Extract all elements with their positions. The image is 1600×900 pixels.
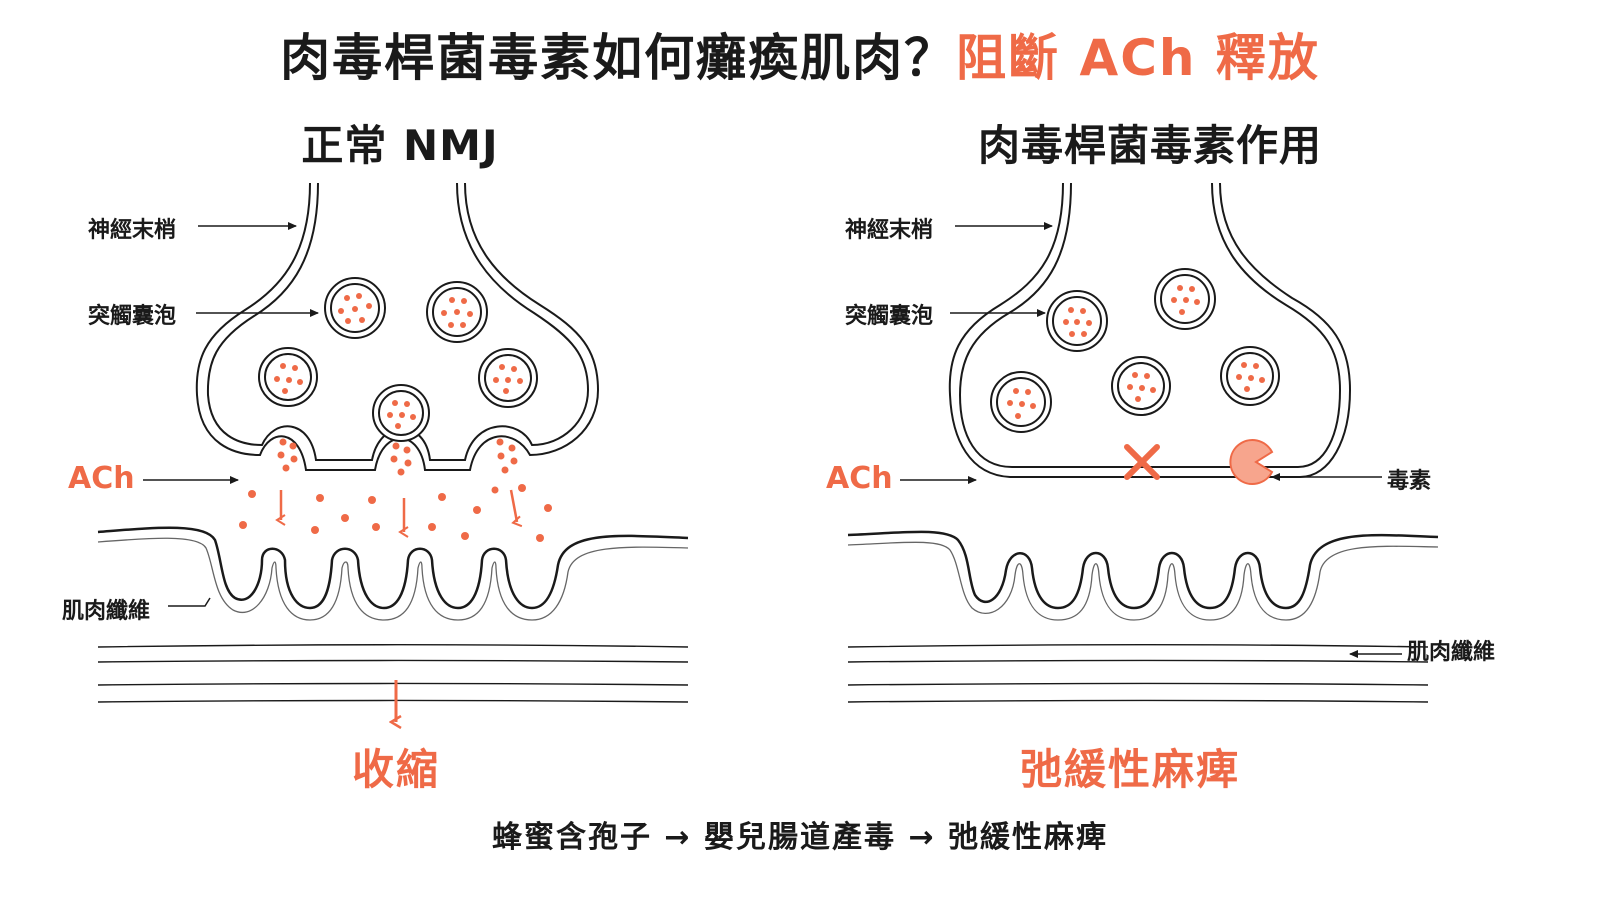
right-muscle-fiber-lines (847, 644, 1429, 703)
pacman-toxin-icon (1229, 439, 1274, 485)
left-label-pointers (143, 222, 319, 607)
left-diffusion-arrow (275, 489, 523, 538)
left-vesicle (258, 277, 538, 442)
right-nerve-terminal (948, 182, 1352, 478)
footer-step-honey: 蜂蜜含孢子 (491, 820, 652, 855)
right-muscle-membrane (847, 530, 1439, 621)
left-result: 收縮 (351, 745, 440, 794)
page-title: 肉毒桿菌毒素如何癱瘓肌肉？阻斷 ACh 釋放 (0, 18, 1600, 90)
left-label-vesicle: 突觸囊泡 (88, 304, 177, 329)
left-vesicle-ach-dots (274, 293, 523, 429)
footer-step-paralysis: 弛緩性麻痺 (948, 820, 1109, 855)
pathway-footer: 蜂蜜含孢子 → 嬰兒腸道產毒 → 弛緩性麻痺 (0, 812, 1600, 856)
left-muscle-membrane (97, 526, 689, 621)
right-label-toxin: 毒素 (1387, 469, 1432, 494)
right-result: 弛緩性麻痺 (1019, 745, 1240, 794)
right-label-muscle-fiber: 肌肉纖維 (1407, 640, 1496, 665)
left-label-muscle-fiber: 肌肉纖維 (62, 599, 151, 624)
arrow-right-icon: → (664, 820, 692, 855)
left-label-nerve-terminal: 神經末梢 (88, 218, 177, 243)
right-label-ach: ACh (826, 461, 893, 496)
footer-step-gut-toxin: 嬰兒腸道產毒 (704, 820, 896, 855)
left-muscle-fiber-lines (97, 644, 689, 703)
right-panel-title: 肉毒桿菌毒素作用 (977, 121, 1322, 170)
right-vesicle-ach-dots (1007, 285, 1265, 419)
left-panel-title: 正常 NMJ (301, 121, 499, 170)
right-label-vesicle: 突觸囊泡 (845, 304, 934, 329)
x-mark-icon (1124, 444, 1160, 480)
left-released-ach (239, 438, 552, 542)
right-label-pointers (900, 222, 1402, 658)
right-label-nerve-terminal: 神經末梢 (845, 218, 934, 243)
title-accent: 阻斷 ACh 釋放 (956, 29, 1320, 87)
arrow-right-icon: → (908, 820, 936, 855)
left-label-ach: ACh (68, 461, 135, 496)
title-main: 肉毒桿菌毒素如何癱瘓肌肉？ (280, 29, 957, 87)
